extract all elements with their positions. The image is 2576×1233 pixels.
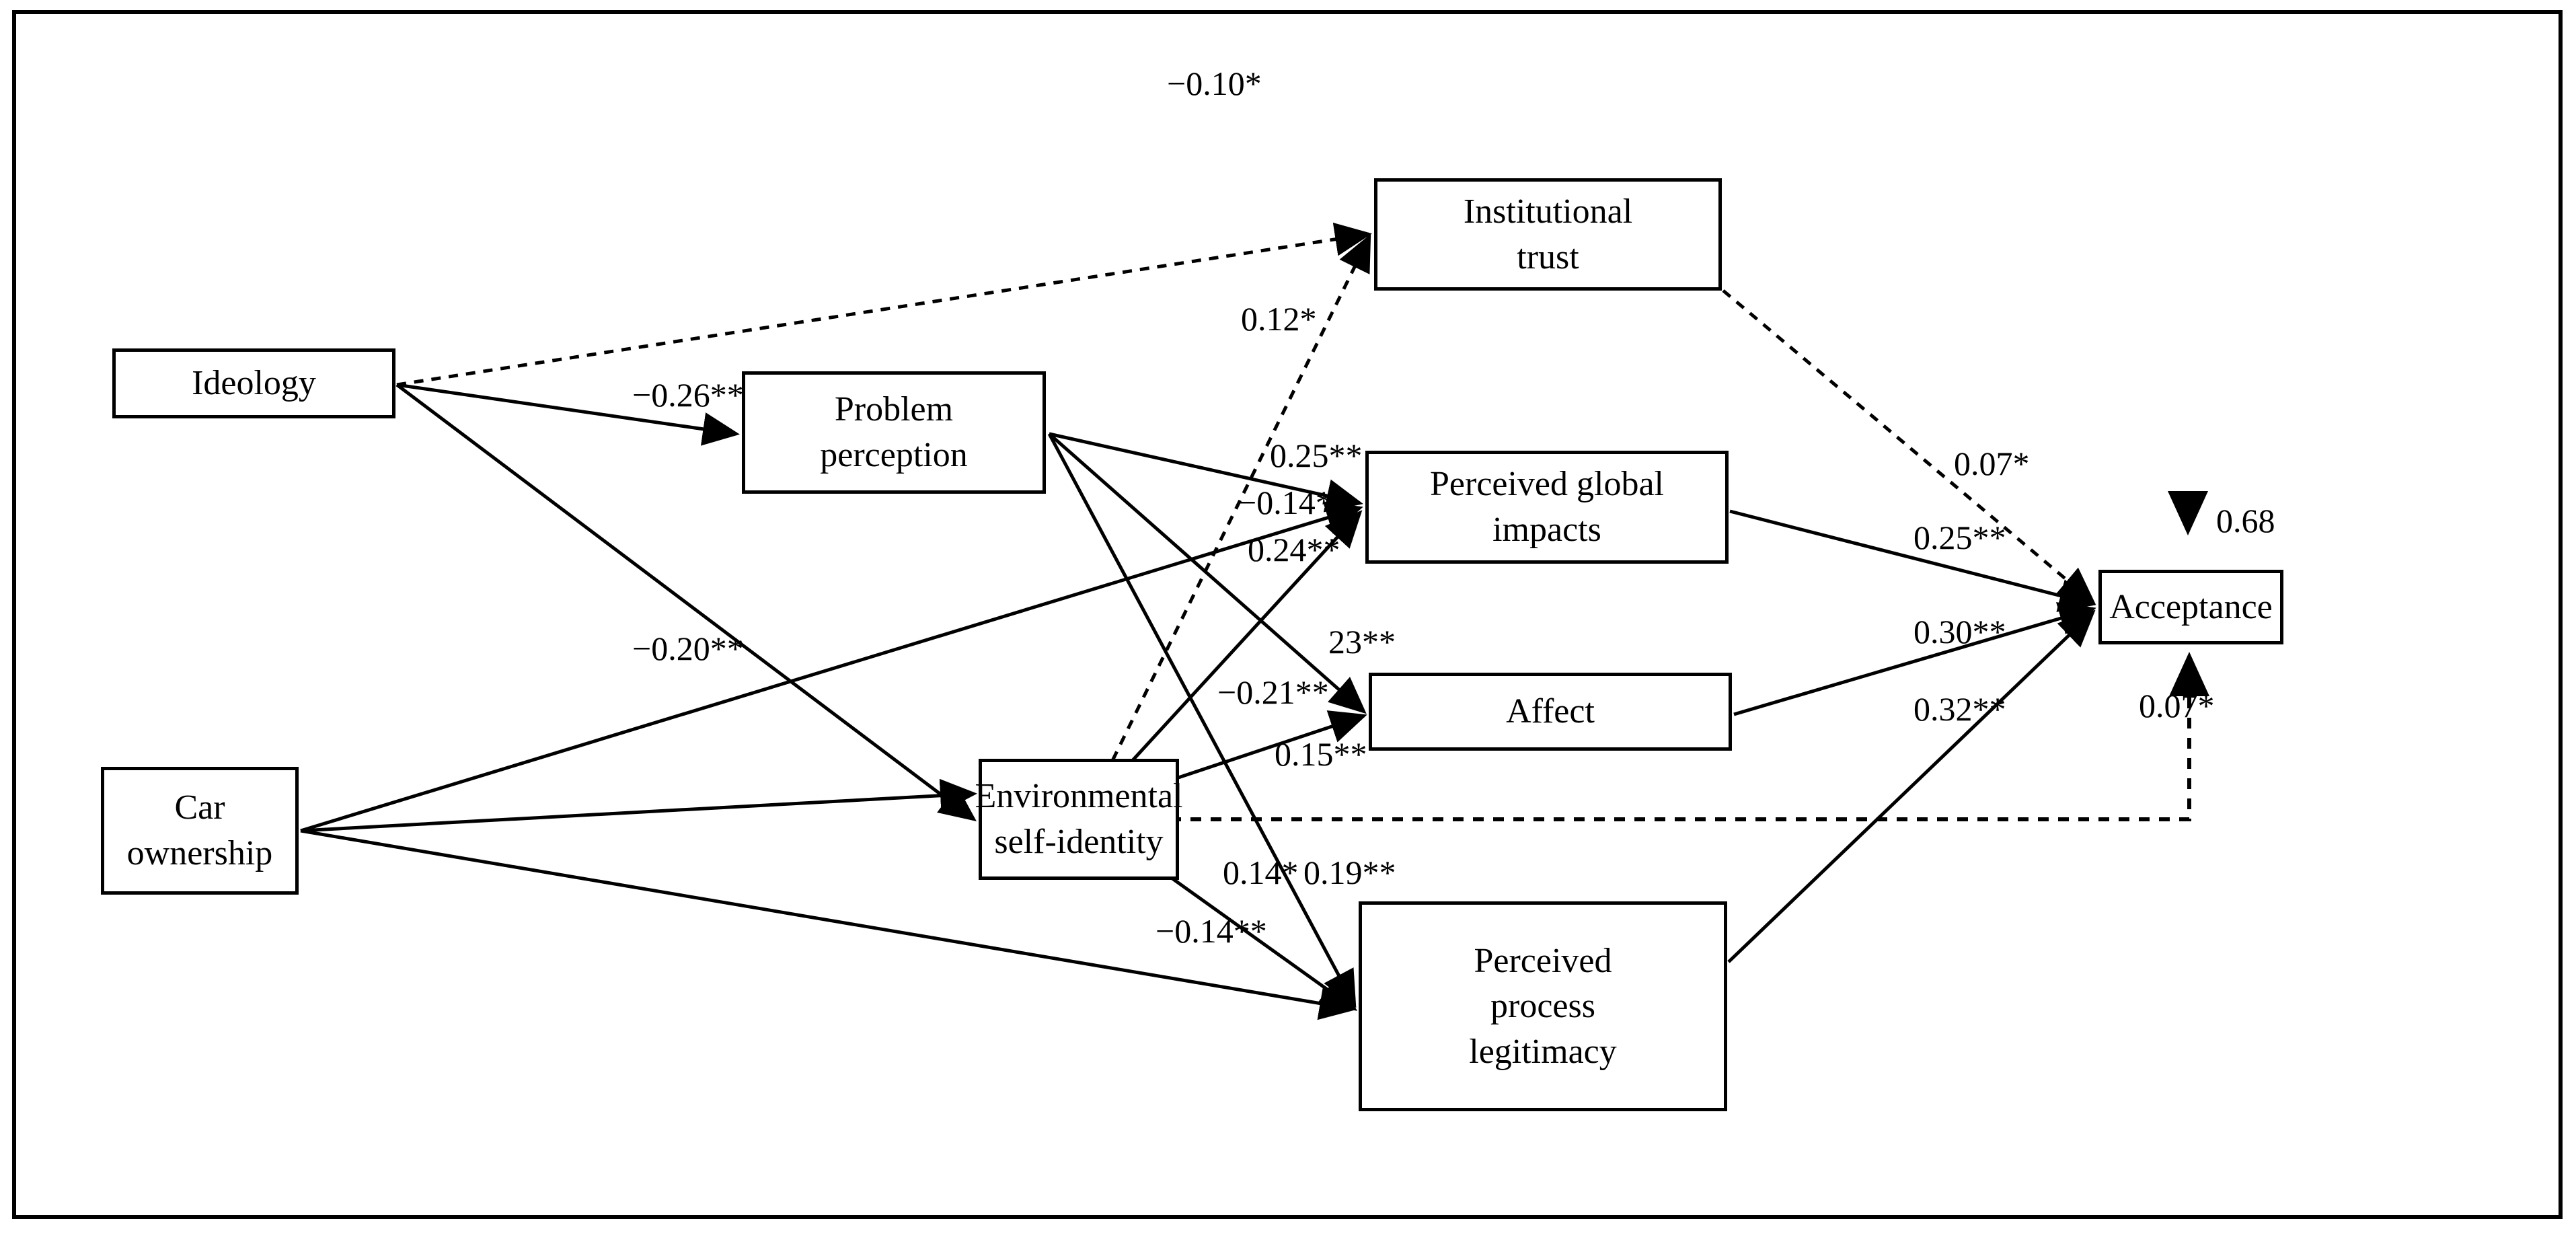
coef-institutional-trust-acceptance: 0.07*: [1954, 445, 2030, 482]
edge-ideology-institutional-trust: [396, 222, 1372, 387]
node-label-acceptance: Acceptance: [2109, 587, 2273, 626]
node-affect[interactable]: Affect: [1369, 673, 1732, 751]
edge-problem-perception-perceived-process-legitimacy: [1047, 433, 1357, 1008]
node-label-ideology: Ideology: [192, 364, 316, 403]
edge-environmental-self-identity-perceived-global-impacts: [1088, 510, 1363, 809]
edge-institutional-trust-acceptance: [1722, 289, 2096, 605]
node-label-affect: Affect: [1506, 692, 1595, 731]
coef-to-perceived-global-impacts-a: 0.25**: [1270, 437, 1363, 474]
node-ideology[interactable]: Ideology: [112, 348, 395, 418]
edge-car-ownership-perceived-process-legitimacy: [300, 829, 1357, 1020]
coef-environmental-self-identity-institutional-trust: 0.12*: [1241, 300, 1317, 338]
edge-perceived-global-impacts-acceptance: [1729, 509, 2096, 612]
coef-to-affect-a: 23**: [1328, 623, 1396, 661]
coef-affect-acceptance: 0.30**: [1914, 613, 2006, 650]
coef-to-affect-b: −0.21**: [1217, 673, 1329, 711]
edge-environmental-self-identity-acceptance: [1090, 652, 2209, 821]
coef-ideology-problem-perception: −0.26**: [632, 376, 744, 414]
edge-ideology-environmental-self-identity: [395, 383, 977, 822]
edge-car-ownership-environmental-self-identity: [300, 778, 977, 833]
coef-to-perceived-process-legitimacy-c: −0.14**: [1156, 912, 1267, 950]
coef-perceived-global-impacts-acceptance: 0.25**: [1914, 519, 2006, 556]
r-squared-value: 0.68: [2216, 502, 2275, 539]
coef-environmental-self-identity-acceptance: 0.07*: [2139, 687, 2215, 724]
coef-to-perceived-process-legitimacy-a: 0.14*: [1223, 854, 1299, 891]
coef-perceived-process-legitimacy-acceptance: 0.32**: [1914, 690, 2006, 728]
edge-ideology-problem-perception: [396, 383, 740, 446]
edge-car-ownership-perceived-global-impacts: [300, 501, 1363, 833]
edge-environmental-self-identity-institutional-trust: [1088, 233, 1371, 809]
edge-perceived-process-legitimacy-acceptance: [1727, 609, 2096, 963]
edge-problem-perception-affect: [1048, 433, 1367, 714]
node-acceptance[interactable]: Acceptance: [2098, 570, 2283, 644]
edge-affect-acceptance: [1733, 602, 2096, 716]
coef-to-perceived-global-impacts-b: −0.14**: [1238, 484, 1349, 521]
coef-ideology-environmental-self-identity: −0.20**: [632, 630, 744, 667]
edge-problem-perception-perceived-global-impacts: [1049, 432, 1363, 513]
coef-to-perceived-global-impacts-c: 0.24**: [1248, 531, 1340, 568]
coef-ideology-institutional-trust: −0.10*: [1167, 65, 1262, 102]
coef-to-affect-c: 0.15**: [1275, 735, 1367, 773]
coef-to-perceived-process-legitimacy-b: 0.19**: [1303, 854, 1396, 891]
